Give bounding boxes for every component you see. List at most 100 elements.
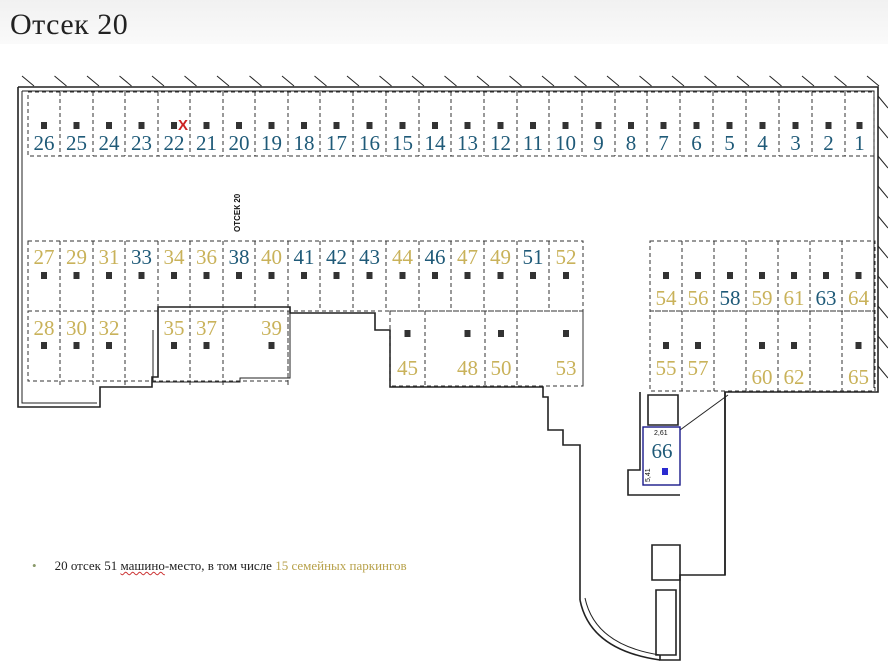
spot-tag-icon: [663, 272, 669, 279]
spot-45[interactable]: 45: [397, 356, 418, 380]
hatch-mark: [314, 75, 327, 87]
spot-39[interactable]: 39: [261, 316, 282, 340]
spot-17[interactable]: 17: [326, 131, 347, 155]
spot-tag-icon: [726, 122, 733, 129]
spot-32[interactable]: 32: [99, 316, 120, 340]
spot-tag-icon: [268, 122, 275, 129]
spot-tag-icon: [464, 330, 471, 337]
spot-tag-icon: [73, 272, 80, 279]
hatch-mark: [877, 245, 888, 259]
spot-55[interactable]: 55: [656, 356, 677, 380]
spot-8[interactable]: 8: [626, 131, 637, 155]
spot-24[interactable]: 24: [99, 131, 121, 155]
spot-6[interactable]: 6: [691, 131, 702, 155]
spot-tag-icon: [41, 122, 47, 129]
spot-35[interactable]: 35: [164, 316, 185, 340]
spot-52[interactable]: 52: [556, 245, 577, 269]
spot-27[interactable]: 27: [34, 245, 55, 269]
spot-3[interactable]: 3: [790, 131, 801, 155]
spot-19[interactable]: 19: [261, 131, 282, 155]
spot-50[interactable]: 50: [491, 356, 512, 380]
spot-38[interactable]: 38: [229, 245, 250, 269]
spot-40[interactable]: 40: [261, 245, 282, 269]
spot-42[interactable]: 42: [326, 245, 347, 269]
spot-2[interactable]: 2: [823, 131, 834, 155]
spot-53[interactable]: 53: [556, 356, 577, 380]
spot-7[interactable]: 7: [658, 131, 669, 155]
spot-tag-icon: [301, 122, 307, 129]
spot-21[interactable]: 21: [196, 131, 217, 155]
spot-49[interactable]: 49: [490, 245, 511, 269]
spot-31[interactable]: 31: [99, 245, 120, 269]
spot-66[interactable]: 66: [652, 439, 673, 463]
spot-1[interactable]: 1: [854, 131, 865, 155]
spot-22[interactable]: 22: [164, 131, 185, 155]
spot-63[interactable]: 63: [816, 286, 837, 310]
spot-37[interactable]: 37: [196, 316, 217, 340]
spot-60[interactable]: 60: [752, 365, 773, 389]
spot-13[interactable]: 13: [457, 131, 478, 155]
spot-61[interactable]: 61: [784, 286, 805, 310]
note-part3: -место, в том числе: [164, 558, 276, 573]
spot-tag-icon: [498, 330, 504, 337]
spot-9[interactable]: 9: [593, 131, 604, 155]
hatch-mark: [86, 75, 100, 87]
spot-43[interactable]: 43: [359, 245, 380, 269]
spot-12[interactable]: 12: [490, 131, 511, 155]
hatch-mark: [736, 75, 750, 87]
spot-tag-icon: [530, 122, 536, 129]
spot-44[interactable]: 44: [392, 245, 414, 269]
spot-25[interactable]: 25: [66, 131, 87, 155]
spot-36[interactable]: 36: [196, 245, 217, 269]
spot-11[interactable]: 11: [523, 131, 543, 155]
spot-tag-icon: [333, 272, 340, 279]
taken-x-icon: X: [178, 117, 188, 134]
spot-62[interactable]: 62: [784, 365, 805, 389]
spot-28[interactable]: 28: [34, 316, 55, 340]
spot-57[interactable]: 57: [688, 356, 709, 380]
spot-tag-icon: [366, 272, 373, 279]
spot-tag-icon: [41, 342, 47, 349]
spot-tag-icon: [73, 342, 80, 349]
spot-tag-icon: [663, 342, 669, 349]
spot-18[interactable]: 18: [294, 131, 315, 155]
spot-26[interactable]: 26: [34, 131, 55, 155]
hatch-mark: [671, 75, 685, 87]
spot-tag-icon: [399, 122, 406, 129]
hatch-mark: [606, 75, 620, 87]
spot-33[interactable]: 33: [131, 245, 152, 269]
hatch-mark: [151, 75, 165, 87]
spot-59[interactable]: 59: [752, 286, 773, 310]
spot-16[interactable]: 16: [359, 131, 380, 155]
spot-58[interactable]: 58: [720, 286, 741, 310]
spot-tag-icon: [563, 330, 569, 337]
spot-30[interactable]: 30: [66, 316, 87, 340]
spot-20[interactable]: 20: [229, 131, 250, 155]
spot-65[interactable]: 65: [848, 365, 869, 389]
spot-64[interactable]: 64: [848, 286, 870, 310]
spot-tag-icon: [530, 272, 536, 279]
spot-tag-icon: [106, 122, 112, 129]
spot-29[interactable]: 29: [66, 245, 87, 269]
special-spot-box: [642, 426, 681, 486]
spot-46[interactable]: 46: [425, 245, 446, 269]
spot-23[interactable]: 23: [131, 131, 152, 155]
spot-41[interactable]: 41: [294, 245, 315, 269]
hatch-mark: [119, 75, 132, 87]
spot-14[interactable]: 14: [425, 131, 447, 155]
spot-56[interactable]: 56: [688, 286, 709, 310]
spot-10[interactable]: 10: [555, 131, 576, 155]
hatch-mark: [877, 95, 888, 109]
spot-4[interactable]: 4: [757, 131, 768, 155]
spot-tag-icon: [73, 122, 80, 129]
spot-15[interactable]: 15: [392, 131, 413, 155]
spot-5[interactable]: 5: [724, 131, 735, 155]
spot-51[interactable]: 51: [523, 245, 544, 269]
spot-34[interactable]: 34: [164, 245, 186, 269]
spot-48[interactable]: 48: [457, 356, 478, 380]
spot-tag-icon: [562, 122, 569, 129]
hatch-mark: [769, 75, 782, 87]
spot-54[interactable]: 54: [656, 286, 678, 310]
spot-47[interactable]: 47: [457, 245, 478, 269]
spot-tag-icon: [856, 122, 863, 129]
